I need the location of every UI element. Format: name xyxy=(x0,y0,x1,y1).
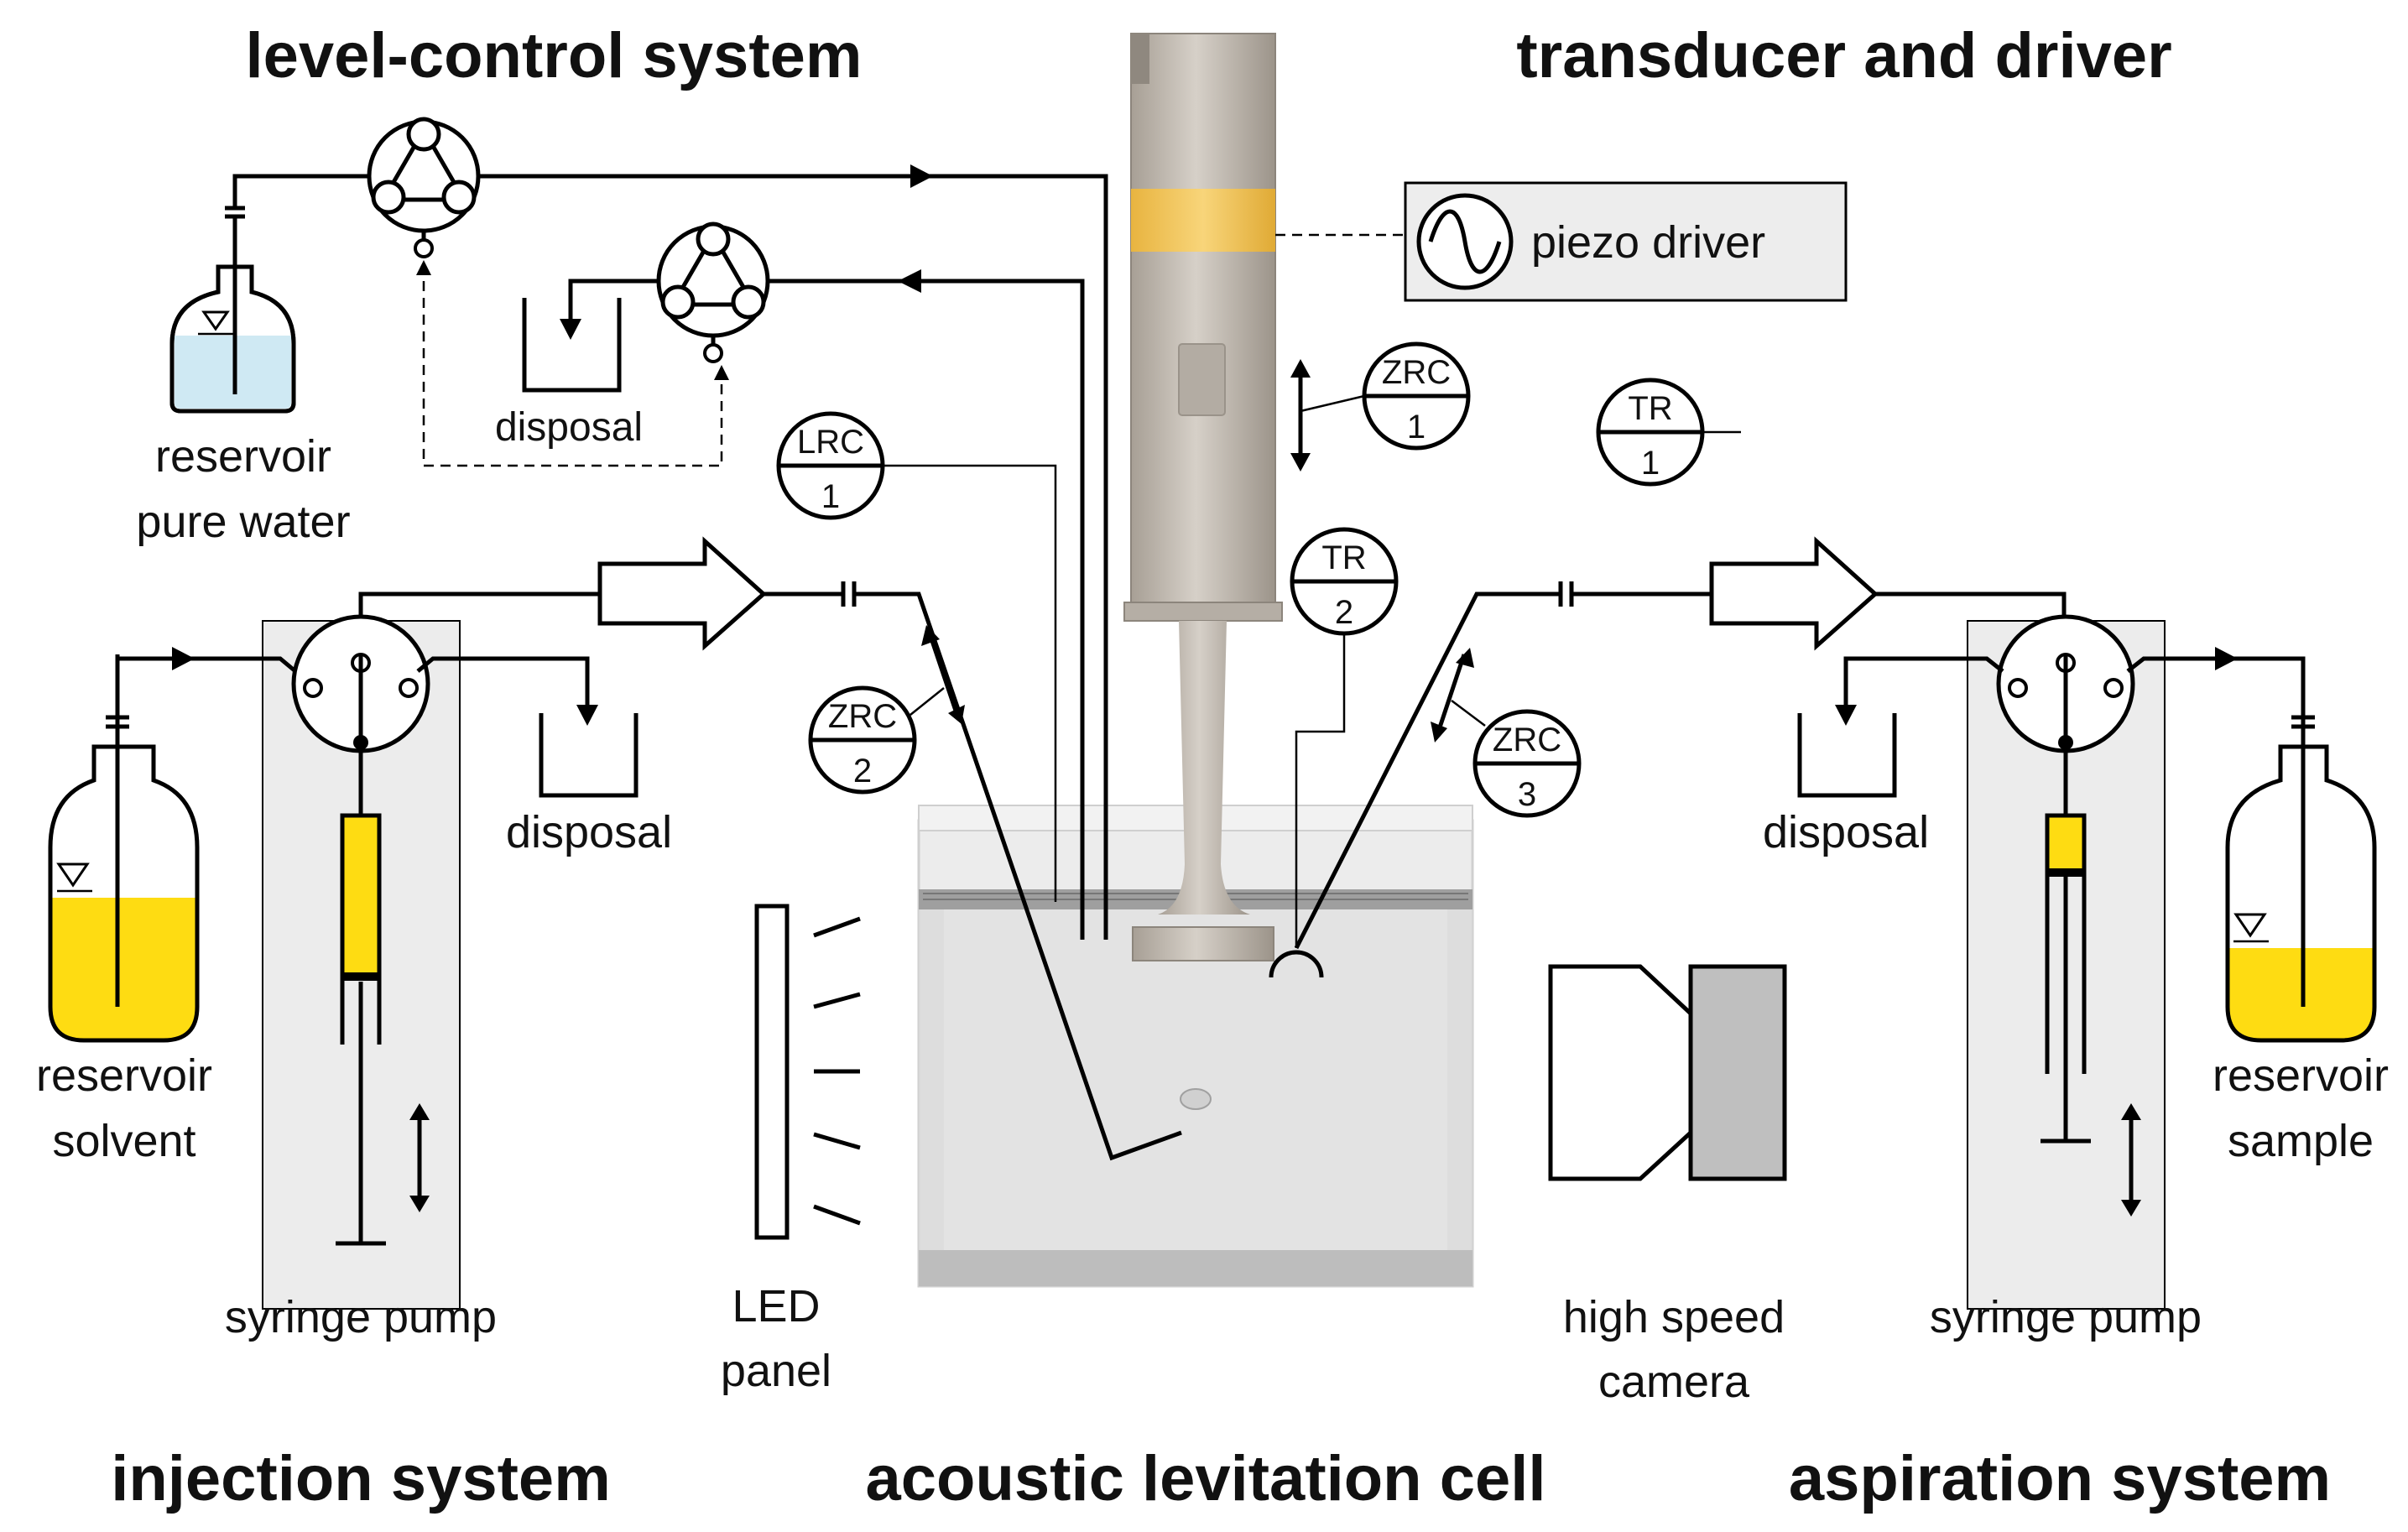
disposal-top-label: disposal xyxy=(495,405,643,450)
syringe-pump-right-label: syringe pump xyxy=(1930,1292,2202,1342)
piezo-driver-label: piezo driver xyxy=(1531,217,1765,268)
reservoir-pure-water-label-1: reservoir xyxy=(155,431,331,482)
camera-label-2: camera xyxy=(1598,1357,1750,1407)
svg-text:TR: TR xyxy=(1321,539,1366,576)
svg-text:1: 1 xyxy=(821,478,840,515)
piezo-driver: piezo driver xyxy=(1275,181,1848,302)
aspiration-system: syringe pump disposal reservoir sample xyxy=(1294,536,2389,1342)
led-panel-label-1: LED xyxy=(732,1281,820,1331)
piezo-band xyxy=(1131,189,1275,252)
pure-water-reservoir: reservoir pure water xyxy=(136,206,351,547)
title-aspiration: aspiration system xyxy=(1789,1443,2331,1514)
level-control-system: reservoir pure water xyxy=(136,117,1108,940)
peristaltic-pump-1 xyxy=(367,117,481,258)
aspiration-flow-arrow xyxy=(1709,536,1879,651)
peristaltic-pump-2 xyxy=(656,221,770,363)
instrument-zrc3: ZRC 3 xyxy=(1431,648,1582,818)
svg-text:TR: TR xyxy=(1628,390,1672,427)
title-transducer: transducer and driver xyxy=(1516,20,2171,91)
title-level-control: level-control system xyxy=(246,20,863,91)
injection-flow-arrow xyxy=(597,536,767,651)
disposal-left-label: disposal xyxy=(506,807,672,857)
svg-text:2: 2 xyxy=(853,753,872,789)
svg-text:ZRC: ZRC xyxy=(1382,354,1451,391)
led-panel-label-2: panel xyxy=(721,1346,831,1396)
svg-text:ZRC: ZRC xyxy=(1493,722,1561,758)
svg-text:ZRC: ZRC xyxy=(828,698,897,735)
svg-text:2: 2 xyxy=(1335,594,1353,631)
sample-reservoir: reservoir sample xyxy=(2213,705,2389,1166)
reservoir-solvent-label-2: solvent xyxy=(52,1116,195,1166)
title-injection: injection system xyxy=(111,1443,611,1514)
svg-text:1: 1 xyxy=(1407,409,1426,446)
instrument-lrc1: LRC 1 xyxy=(776,411,885,520)
syringe-pump-left-label: syringe pump xyxy=(225,1292,497,1342)
title-levitation-cell: acoustic levitation cell xyxy=(866,1443,1546,1514)
disposal-right-label: disposal xyxy=(1763,807,1929,857)
ultrasonic-transducer xyxy=(1123,33,1283,961)
instrument-tr2: TR 2 xyxy=(1269,527,1399,978)
high-speed-camera: high speed camera xyxy=(1548,964,1787,1407)
svg-text:1: 1 xyxy=(1641,445,1660,482)
reservoir-pure-water-label-2: pure water xyxy=(136,497,350,547)
svg-text:LRC: LRC xyxy=(797,424,864,461)
instrument-tr1: TR 1 xyxy=(1596,378,1741,487)
camera-label-1: high speed xyxy=(1563,1292,1785,1342)
instrument-zrc2: ZRC 2 xyxy=(808,625,965,795)
reservoir-sample-label-1: reservoir xyxy=(2213,1050,2389,1101)
levitated-droplet xyxy=(1180,1088,1212,1110)
svg-text:3: 3 xyxy=(1518,776,1536,813)
disposal-top: disposal xyxy=(495,298,643,450)
reservoir-sample-label-2: sample xyxy=(2228,1116,2374,1166)
instrument-zrc1: ZRC 1 xyxy=(1290,341,1471,472)
injection-system: reservoir solvent syringe pump disposal xyxy=(36,536,1182,1342)
solvent-reservoir: reservoir solvent xyxy=(36,654,212,1166)
led-panel: LED panel xyxy=(721,904,861,1396)
reservoir-solvent-label-1: reservoir xyxy=(36,1050,212,1101)
